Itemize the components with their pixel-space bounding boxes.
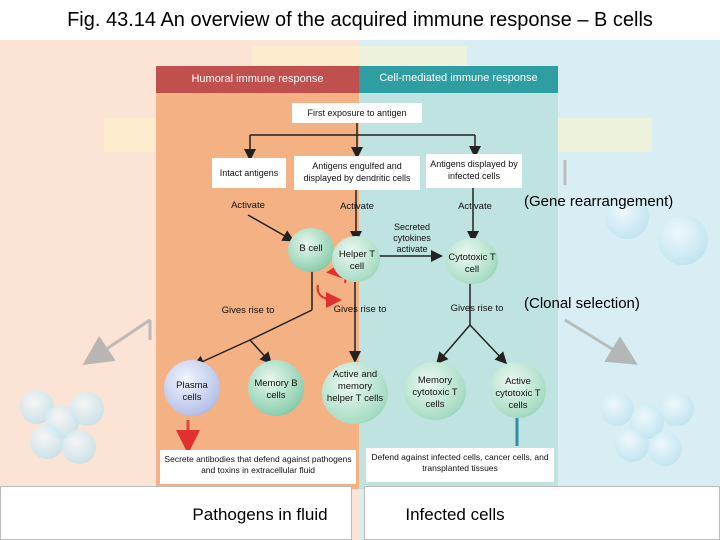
faded-branch-right [563, 160, 638, 365]
gives-rise-arrows [192, 268, 508, 367]
faded-cell [70, 392, 104, 426]
gives-rise-label-middle: Gives rise to [333, 304, 387, 315]
faded-cell [30, 425, 64, 459]
faded-box-top [252, 46, 467, 68]
faded-branch-left [82, 318, 152, 365]
cytokines-label: Secreted cytokines activate [393, 222, 431, 254]
cell-mediated-outcome-box: Defend against infected cells, cancer ce… [366, 448, 554, 482]
memory-b-cell [248, 360, 304, 416]
helper-t-cell [332, 236, 380, 282]
active-memory-helper-t-cells-label: Active and memory helper T cells [326, 369, 384, 404]
b-cell [288, 228, 334, 272]
clonal-selection-note: (Clonal selection) [524, 295, 640, 312]
gives-rise-label-left: Gives rise to [221, 305, 275, 316]
activate-label-right: Activate [458, 201, 492, 212]
faded-cell [648, 432, 682, 466]
faded-cell [615, 428, 649, 462]
faded-cell [658, 215, 708, 265]
memory-cytotoxic-t-cells-label: Memory cytotoxic T cells [412, 375, 458, 410]
first-exposure-label: First exposure to antigen [292, 103, 422, 123]
pathogens-in-fluid-label: Pathogens in fluid [192, 505, 328, 524]
intact-antigens-label: Intact antigens [212, 158, 286, 188]
activate-arrows [247, 188, 479, 262]
helper-t-cell-label: Helper T cell [338, 249, 376, 272]
engulfed-antigens-label: Antigens engulfed and displayed by dendr… [294, 156, 420, 190]
faded-cell [605, 195, 649, 239]
memory-b-cells-label: Memory B cells [254, 378, 298, 401]
humoral-outcome-box: Secrete antibodies that defend against p… [160, 450, 356, 484]
faded-cell [600, 392, 634, 426]
activate-label-middle: Activate [340, 201, 374, 212]
active-cytotoxic-t-cell [490, 362, 546, 418]
b-cell-label: B cell [299, 243, 323, 254]
infected-cells-label: Infected cells [405, 505, 505, 524]
plasma-cell [164, 360, 220, 416]
page-title: Fig. 43.14 An overview of the acquired i… [0, 0, 720, 40]
cytotoxic-t-cell-label: Cytotoxic T cell [448, 252, 496, 275]
active-memory-helper-t-cell [322, 362, 388, 424]
activate-label-left: Activate [231, 200, 265, 211]
faded-cell [62, 430, 96, 464]
cell-mediated-header: Cell-mediated immune response [359, 66, 558, 93]
memory-cytotoxic-t-cell [404, 362, 466, 420]
infected-antigens-label: Antigens displayed by infected cells [426, 154, 522, 188]
humoral-panel [156, 66, 359, 489]
faded-cell [660, 392, 694, 426]
active-cytotoxic-t-cells-label: Active cytotoxic T cells [495, 376, 541, 411]
humoral-header: Humoral immune response [156, 66, 359, 93]
cytotoxic-t-cell [446, 238, 498, 284]
plasma-cells-label: Plasma cells [176, 380, 208, 403]
exposure-branches [244, 122, 481, 161]
gene-rearrangement-note: (Gene rearrangement) [524, 193, 674, 210]
gives-rise-label-right: Gives rise to [450, 303, 504, 314]
